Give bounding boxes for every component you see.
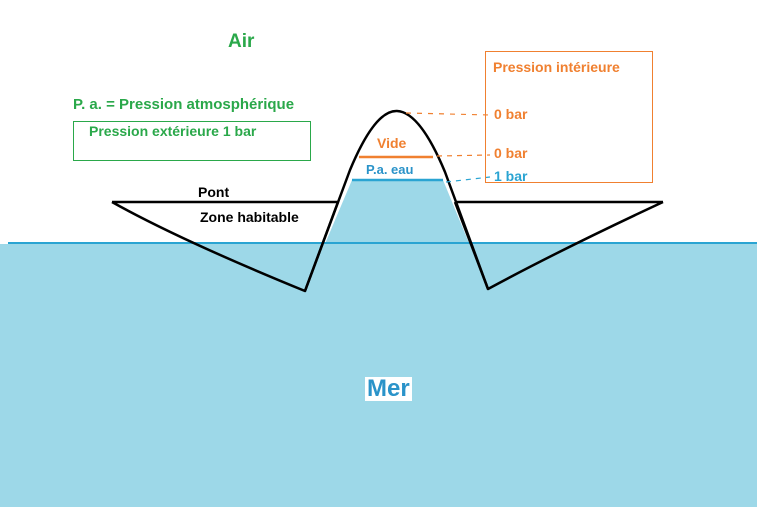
vide-label: Vide [377,135,407,151]
pont-label: Pont [198,184,230,200]
leader-water [445,176,491,183]
water-column [0,180,757,507]
interior-pressure-box [485,51,653,183]
pressure-top-label: 0 bar [494,106,528,122]
leader-vide [436,154,491,157]
hull-outline [111,200,664,293]
pa-definition-label: P. a. = Pression atmosphérique [73,96,295,113]
exterior-pressure-label: Pression extérieure 1 bar [89,123,257,139]
pressure-water-label: 1 bar [494,168,528,184]
interior-pressure-title: Pression intérieure [493,59,620,75]
air-label: Air [228,31,255,52]
pressure-vide-label: 0 bar [494,145,528,161]
mer-label: Mer [365,375,412,402]
leader-top [405,112,491,116]
zone-habitable-label: Zone habitable [200,209,299,225]
bell-dome [303,109,490,292]
exterior-pressure-box [73,121,311,161]
pa-eau-label: P.a. eau [366,162,414,177]
